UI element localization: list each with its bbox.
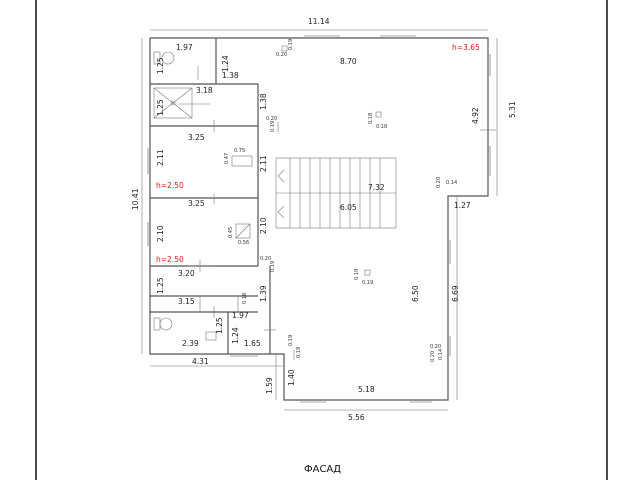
note-s11: 0.45 xyxy=(228,227,234,238)
dim-210b: 2.10 xyxy=(259,217,268,234)
dim-138a: 1.38 xyxy=(222,71,239,80)
dim-height-left: 10.41 xyxy=(131,188,140,210)
dim-width-top: 11.14 xyxy=(308,17,330,26)
note-s5: 0.20 xyxy=(266,116,277,122)
dim-lower-h: 6.50 xyxy=(411,285,420,302)
dim-hall-h: 4.92 xyxy=(471,107,480,124)
note-s8: 0.47 xyxy=(224,153,230,164)
note-s16: 0.19 xyxy=(362,280,373,286)
dim-239: 2.39 xyxy=(182,339,199,348)
note-s9: 0.20 xyxy=(436,177,442,188)
dim-124a: 1.24 xyxy=(221,55,230,72)
dim-320: 3.20 xyxy=(178,269,195,278)
facade-caption: ФАСАД xyxy=(304,464,341,475)
staircase xyxy=(275,157,397,229)
note-s10: 0.14 xyxy=(446,180,457,186)
note-s15: 0.19 xyxy=(354,269,360,280)
note-s4: 0.18 xyxy=(376,124,387,130)
dim-325a: 3.25 xyxy=(188,133,205,142)
dim-125c: 1.25 xyxy=(156,277,165,294)
note-s2: 0.19 xyxy=(288,39,294,50)
dim-210a: 2.10 xyxy=(156,225,165,242)
dim-stair-a: 7.32 xyxy=(368,183,385,192)
dim-165: 1.65 xyxy=(244,339,261,348)
dim-315: 3.15 xyxy=(178,297,195,306)
dim-hall-w: 8.70 xyxy=(340,57,357,66)
dim-bottom-left: 4.31 xyxy=(192,357,209,366)
note-s22: 0.14 xyxy=(438,349,444,360)
note-s13: 0.20 xyxy=(260,256,271,262)
note-s7: 0.75 xyxy=(234,148,245,154)
dim-138b: 1.38 xyxy=(259,93,268,110)
dim-325b: 3.25 xyxy=(188,199,205,208)
note-s3: 0.18 xyxy=(368,113,374,124)
dim-197a: 1.97 xyxy=(176,43,193,52)
dim-211a: 2.11 xyxy=(156,149,165,166)
dim-stair-b: 6.05 xyxy=(340,203,357,212)
dim-139: 1.39 xyxy=(259,285,268,302)
dim-211b: 2.11 xyxy=(259,155,268,172)
note-s12: 0.56 xyxy=(238,240,249,246)
dim-right-upper: 5.31 xyxy=(508,101,517,118)
height-upper: h=2.50 xyxy=(156,181,184,190)
dim-bottom-step: 1.59 xyxy=(265,377,274,394)
note-s18: 0.19 xyxy=(288,335,294,346)
note-s14: 0.19 xyxy=(270,261,276,272)
dim-140: 1.40 xyxy=(287,369,296,386)
dim-lower-w: 5.18 xyxy=(358,385,375,394)
dim-318: 3.18 xyxy=(196,86,213,95)
dim-127: 1.27 xyxy=(454,201,471,210)
height-main: h=3.65 xyxy=(452,43,480,52)
note-s1: 0.20 xyxy=(276,52,287,58)
note-s20: 0.19 xyxy=(296,347,302,358)
dim-124b: 1.24 xyxy=(231,327,240,344)
dim-125d: 1.25 xyxy=(215,317,224,334)
note-s17: 0.18 xyxy=(242,293,248,304)
outer-wall xyxy=(149,37,489,401)
dim-right-lower: 6.69 xyxy=(451,285,460,302)
windows xyxy=(147,35,491,403)
dim-197b: 1.97 xyxy=(232,311,249,320)
dim-bottom-right: 5.56 xyxy=(348,413,365,422)
dimension-lines xyxy=(141,29,498,411)
dim-125a: 1.25 xyxy=(156,57,165,74)
dim-125b: 1.25 xyxy=(156,99,165,116)
note-s19: 0.20 xyxy=(430,344,441,350)
height-lower: h=2.50 xyxy=(156,255,184,264)
fixtures xyxy=(153,45,382,341)
note-s6: 0.19 xyxy=(270,121,276,132)
note-s21: 0.20 xyxy=(430,351,436,362)
